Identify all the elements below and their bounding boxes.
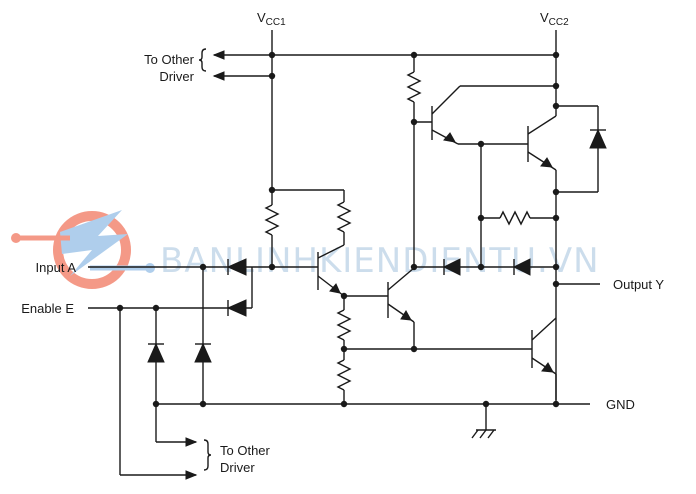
vcc2-label: VCC2 [540, 10, 569, 28]
upper-output [414, 85, 607, 400]
to-other-driver-bottom-line2: Driver [220, 460, 255, 475]
diode-icon [226, 258, 247, 276]
diode-icon [589, 128, 607, 149]
to-other-driver-bottom-line1: To Other [220, 443, 271, 458]
clamp-diode-icon [194, 342, 212, 363]
brace-icon [198, 48, 207, 72]
to-other-driver-arrow-icon [212, 50, 225, 60]
vcc-rails [214, 30, 557, 190]
clamp-diode-icon [147, 342, 165, 363]
ground-rail [156, 403, 590, 439]
brace-icon [203, 439, 212, 471]
input-stage [88, 189, 352, 476]
to-other-driver-top-line2: Driver [159, 69, 194, 84]
diode-icon [226, 299, 247, 317]
phase-splitter [336, 55, 532, 404]
to-other-driver-arrow-icon [185, 470, 198, 480]
lower-output [531, 317, 557, 404]
diode-icon [442, 258, 461, 276]
to-other-driver-arrow-icon [185, 437, 198, 447]
diode-icon [512, 258, 531, 276]
output-y-label: Output Y [613, 277, 664, 292]
enable-e-label: Enable E [21, 301, 74, 316]
to-other-driver-arrow-icon [212, 71, 225, 81]
gnd-label: GND [606, 397, 635, 412]
to-other-driver-top-line1: To Other [144, 52, 195, 67]
vcc1-label: VCC1 [257, 10, 286, 28]
input-a-label: Input A [36, 260, 77, 275]
watermark-text: BANLINHKIENDIENTU.VN [160, 241, 600, 281]
watermark-logo-icon [11, 210, 155, 289]
junctions [116, 51, 560, 408]
